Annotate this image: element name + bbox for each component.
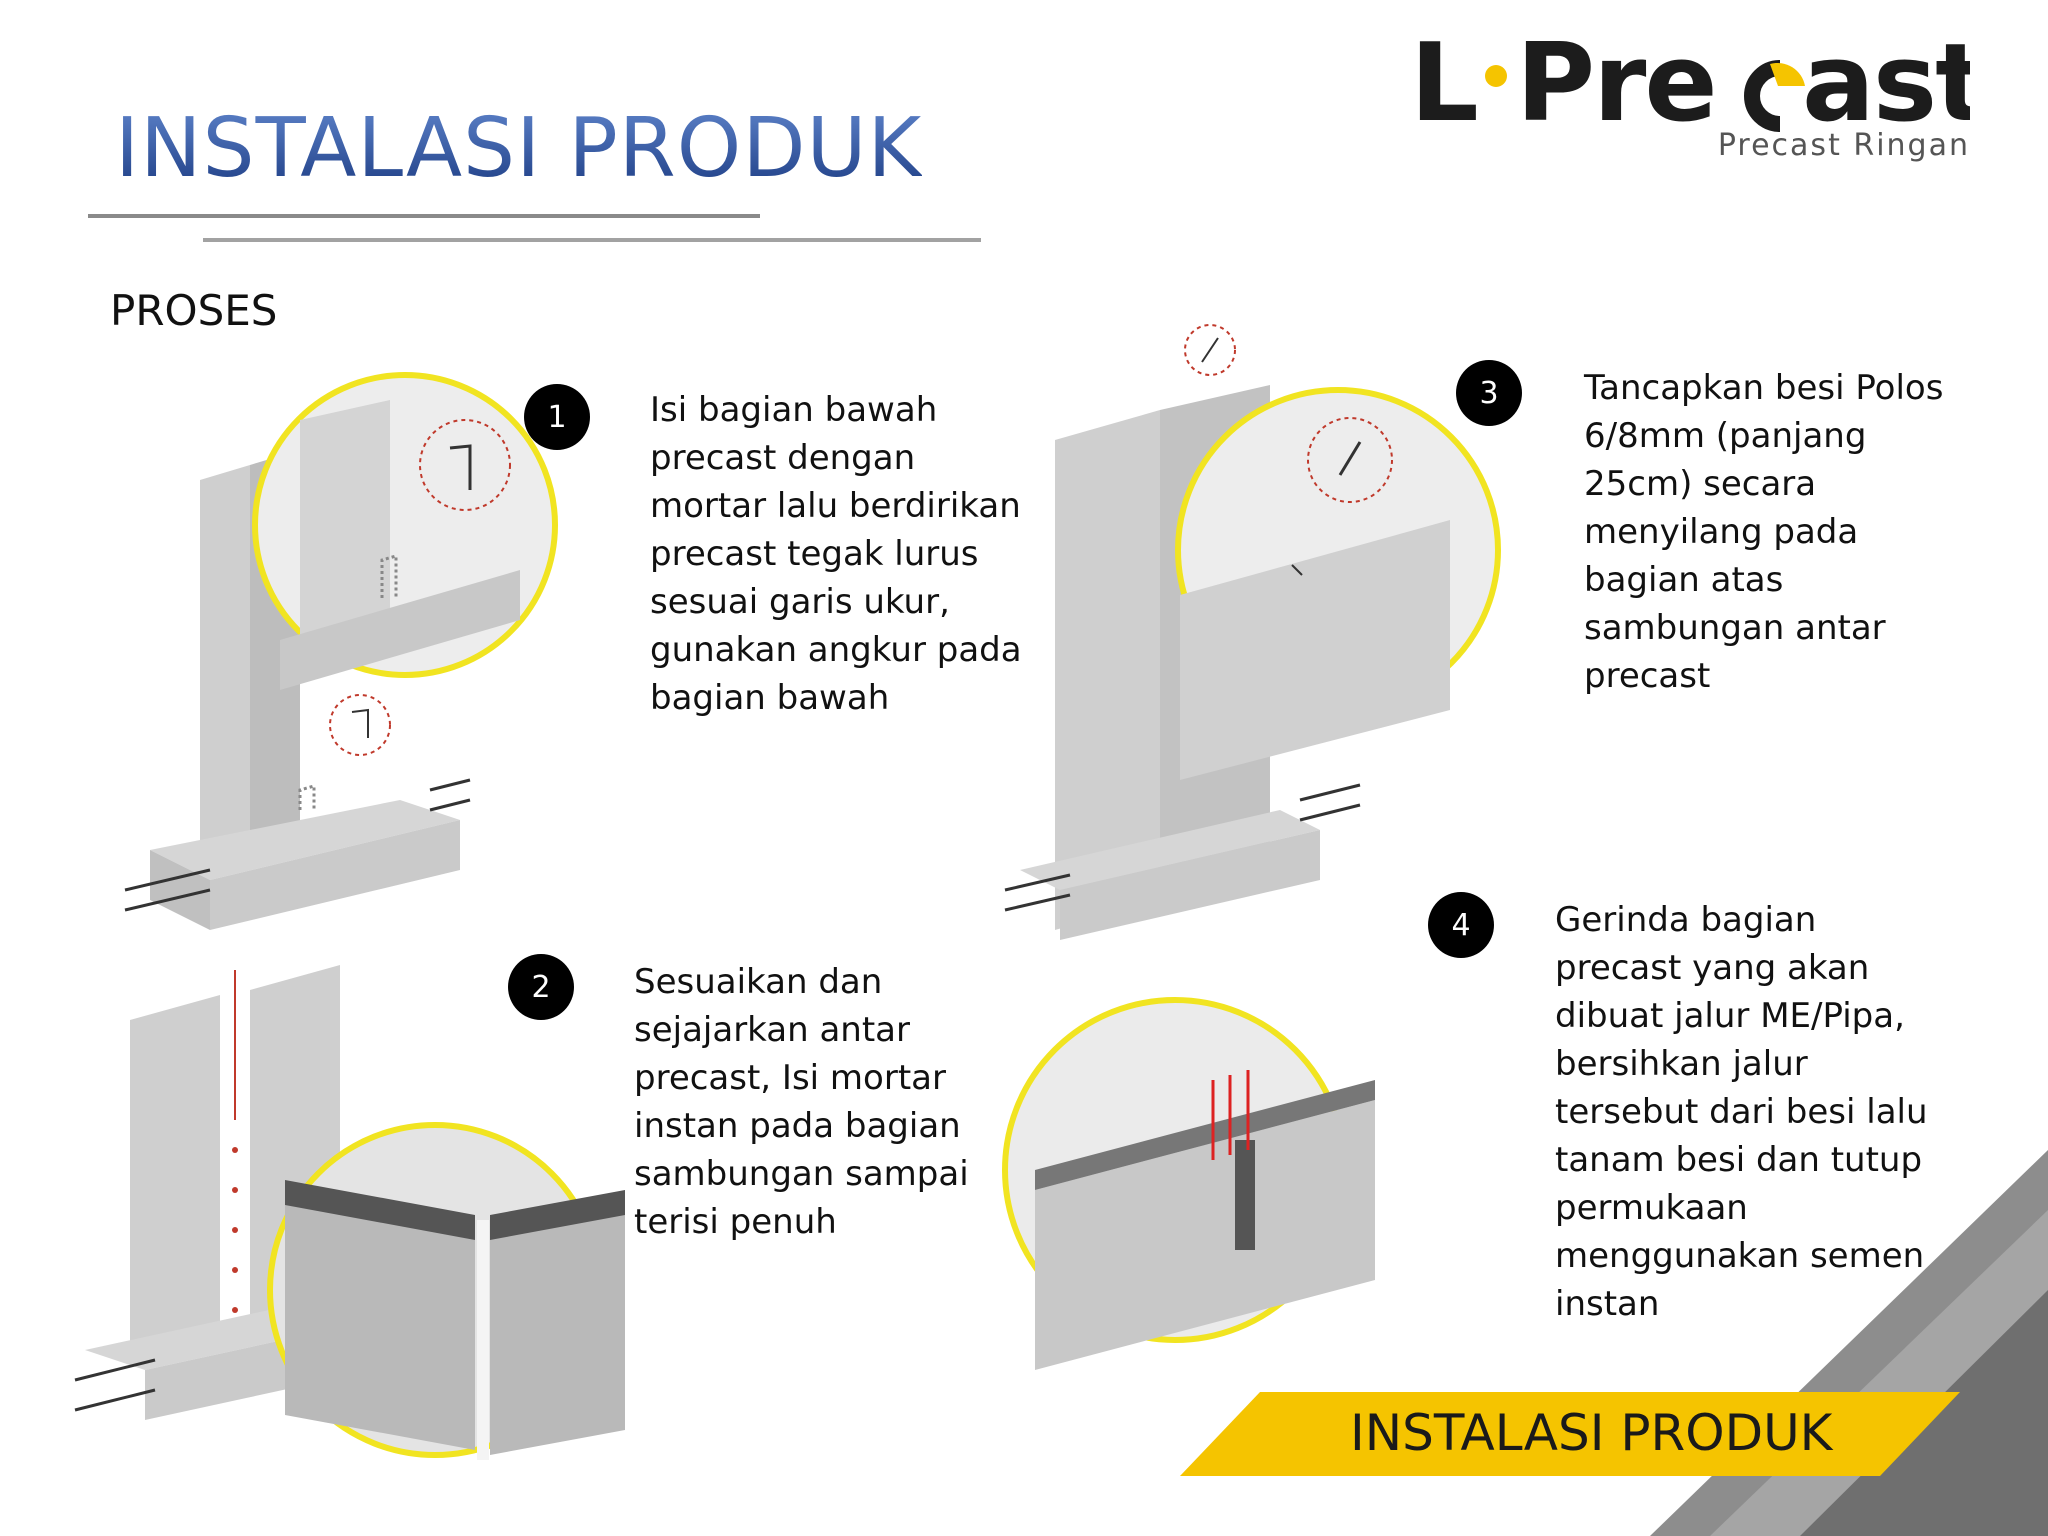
section-heading: PROSES: [110, 286, 278, 335]
svg-text:ast: ast: [1802, 28, 1970, 146]
brand-logo: L Pre ast Precast Ringan: [1410, 21, 1987, 168]
svg-text:Pre: Pre: [1516, 28, 1716, 146]
step1-description: Isi bagian bawah precast dengan mortar l…: [650, 390, 1022, 718]
footer-banner: [1180, 1392, 1960, 1476]
step2-illustration: [74, 965, 625, 1460]
step4-illustration: [1002, 997, 1375, 1370]
page-title: INSTALASI PRODUK: [115, 101, 923, 196]
step3-badge: 3: [1456, 360, 1522, 426]
step4-badge: 4: [1428, 892, 1494, 958]
step3-description: Tancapkan besi Polos 6/8mm (panjang 25cm…: [1584, 368, 1944, 696]
step2-description: Sesuaikan dan sejajarkan antar precast, …: [634, 962, 969, 1242]
step1-illustration: [70, 370, 590, 940]
title-divider-secondary: [203, 238, 981, 242]
title-divider: [88, 214, 760, 218]
corner-decoration: [1650, 1150, 2048, 1536]
step1-badge: 1: [524, 384, 590, 450]
footer-label: INSTALASI PRODUK: [1350, 1404, 1833, 1462]
svg-text:L: L: [1410, 28, 1477, 146]
logo-tagline: Precast Ringan: [1717, 128, 1970, 163]
step2-badge: 2: [508, 954, 574, 1020]
logo-mark: L Pre ast: [1410, 21, 1987, 146]
step3-illustration: [1004, 324, 1501, 940]
step4-description: Gerinda bagian precast yang akan dibuat …: [1555, 900, 1928, 1324]
logo-dot-icon: [1485, 65, 1507, 87]
